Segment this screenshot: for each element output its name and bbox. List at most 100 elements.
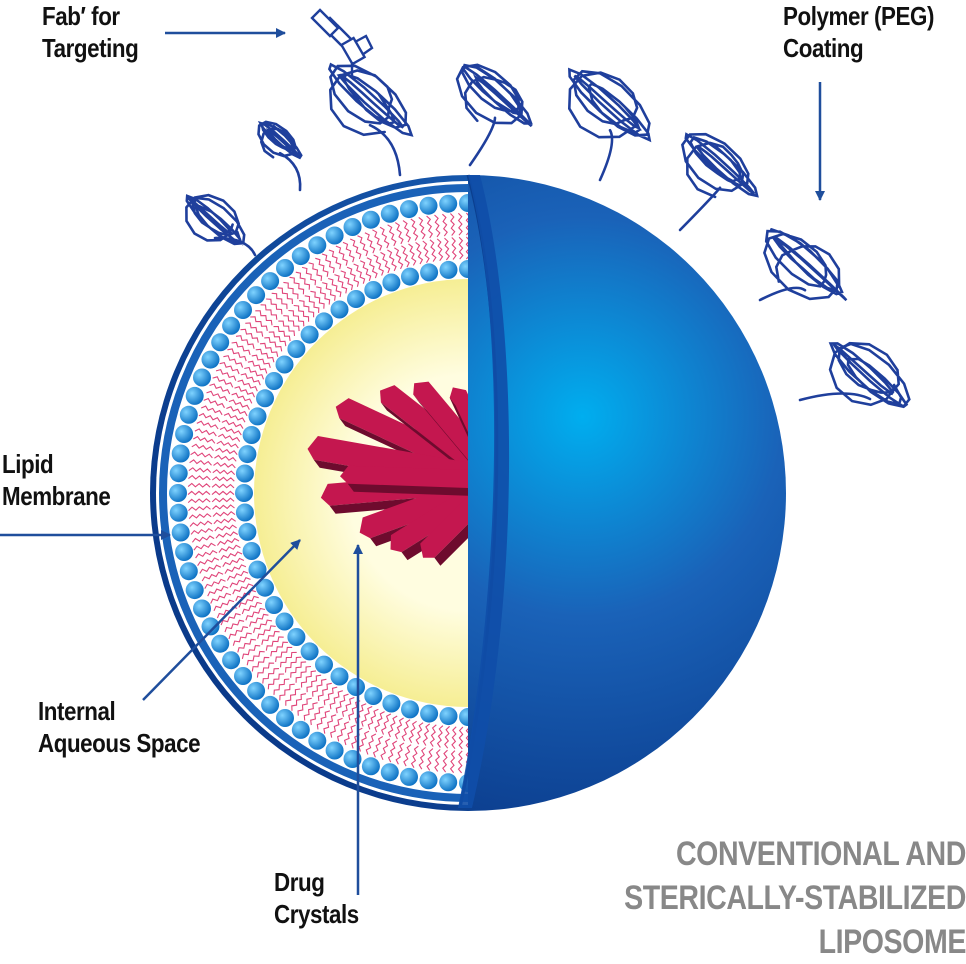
lipid-head — [308, 731, 327, 750]
lipid-head — [169, 464, 188, 483]
pointer-arrows — [0, 28, 825, 895]
lipid-head — [382, 694, 401, 713]
lipid-head — [248, 407, 267, 426]
peg-coil — [828, 341, 911, 409]
lipid-head — [439, 194, 458, 213]
lipid-head — [261, 272, 280, 291]
lipid-head — [439, 773, 458, 792]
lipid-head — [347, 678, 365, 696]
lipid-head — [256, 578, 274, 597]
lipid-head — [459, 194, 468, 212]
lipid-head — [235, 503, 254, 522]
lipid-head — [419, 196, 438, 215]
lipid-head — [175, 543, 194, 561]
lipid-head — [420, 704, 439, 723]
peg-coil — [763, 228, 848, 302]
lipid-head — [256, 389, 274, 408]
lipid-head — [400, 767, 418, 786]
lipid-head — [247, 286, 266, 305]
lipid-head — [222, 316, 241, 335]
peg-coil — [257, 120, 303, 160]
lipid-head — [238, 522, 257, 541]
lipid-head — [325, 741, 344, 760]
lipid-head — [261, 695, 280, 714]
lipid-head — [265, 372, 283, 390]
lipid-head — [315, 312, 333, 331]
lipid-head — [234, 301, 252, 319]
lipid-head — [400, 200, 418, 219]
lipid-head — [459, 260, 468, 278]
drug-crystals — [307, 381, 468, 566]
lipid-head — [242, 426, 261, 444]
lipid-head — [308, 236, 327, 255]
lipid-head — [211, 333, 230, 352]
lipid-head — [169, 503, 188, 522]
lipid-head — [401, 267, 419, 286]
lipid-head — [275, 612, 294, 631]
peg-coil — [567, 67, 652, 143]
lipid-head — [361, 210, 380, 229]
lipid-head — [222, 651, 241, 670]
lipid-head — [287, 628, 306, 646]
lipid-head — [364, 687, 383, 705]
lipid-head — [211, 634, 230, 653]
lipid-head — [248, 560, 267, 579]
drug-crystal — [449, 387, 468, 484]
lipid-head — [193, 599, 211, 618]
lipid-head — [343, 218, 362, 236]
drug-crystal — [380, 385, 468, 489]
lipid-head — [420, 263, 439, 282]
lipid-head — [235, 484, 253, 502]
aqueous-arrow — [142, 539, 301, 701]
lipid-head — [401, 700, 419, 719]
peg-coil — [455, 63, 533, 128]
lipid-head — [439, 260, 458, 279]
lipid-head — [265, 596, 283, 614]
peg-label: Polymer (PEG)Coating — [783, 1, 934, 63]
peg-coil — [681, 132, 759, 199]
lipid-head — [325, 226, 344, 245]
lipid-tails — [187, 212, 468, 774]
drug-crystal — [390, 471, 468, 553]
lipid-head — [380, 204, 399, 223]
liposome-cutaway — [156, 181, 468, 805]
lipid-head — [247, 681, 266, 700]
lipid-head — [300, 642, 319, 661]
lipid-head — [291, 720, 310, 739]
lipid-head — [276, 709, 294, 727]
drug-crystal — [340, 465, 468, 489]
lipid-head — [419, 771, 438, 790]
peg-coil — [327, 62, 414, 137]
lipid-head — [291, 247, 310, 266]
lipid-heads — [169, 194, 468, 792]
peg-polymer-coils — [185, 62, 911, 409]
lipid-head — [179, 562, 198, 581]
lipid-head — [287, 340, 306, 358]
lipid-head — [234, 667, 252, 685]
lipid-head — [201, 350, 220, 369]
lipid-head — [439, 707, 458, 726]
lipid-head — [347, 290, 365, 308]
lipid-head — [330, 667, 349, 686]
lipid-head — [235, 464, 254, 483]
lipid-head — [380, 763, 399, 782]
peg-coil — [185, 193, 246, 246]
lipid-head — [193, 368, 211, 387]
fab-antibody-icon — [310, 8, 374, 78]
lipid-head — [171, 444, 190, 463]
lipid-head — [315, 655, 333, 674]
lipid-head — [382, 273, 401, 292]
lipid-head — [300, 325, 319, 344]
lipid-head — [185, 581, 204, 600]
lipid-head — [201, 617, 220, 636]
lipid-head — [171, 523, 190, 542]
lipid-head — [179, 405, 198, 424]
internal-aqueous-space — [254, 279, 468, 707]
lipid-head — [242, 542, 261, 560]
